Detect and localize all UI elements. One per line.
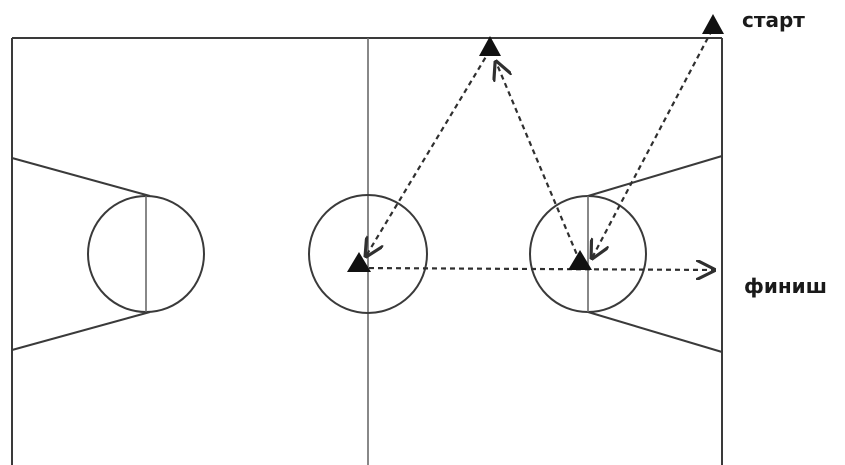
route-arrow-4 [359, 268, 714, 270]
route [359, 29, 714, 270]
center-cone-icon [347, 252, 371, 272]
route-arrow-3 [366, 49, 491, 256]
finish-label: финиш [744, 274, 827, 298]
court [11, 37, 723, 465]
right-key-top-line [587, 155, 723, 197]
left-key-top-line [11, 157, 151, 197]
start-label: старт [742, 8, 805, 32]
right-circle-cone-icon [568, 250, 592, 270]
route-arrow-1 [592, 29, 713, 258]
left-key-bottom-line [11, 311, 151, 351]
route-arrow-2 [496, 62, 582, 263]
center-circle [308, 194, 428, 314]
start-cone-icon [702, 14, 724, 34]
cones [347, 14, 724, 272]
top-cone-icon [479, 36, 501, 56]
right-key-bottom-line [587, 311, 723, 353]
